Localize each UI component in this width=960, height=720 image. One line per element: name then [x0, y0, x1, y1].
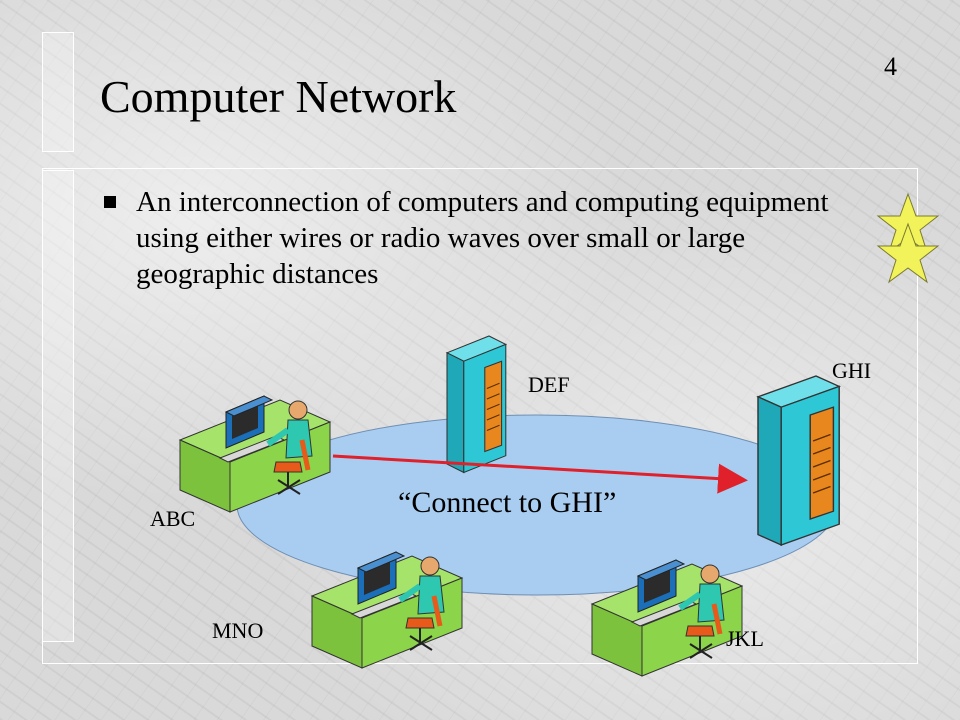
label-abc: ABC [150, 506, 196, 531]
label-ghi: GHI [832, 358, 872, 383]
label-mno: MNO [212, 618, 264, 643]
label-def: DEF [528, 372, 570, 397]
bullet-text: An interconnection of computers and comp… [136, 186, 829, 290]
connection-arrow [332, 454, 748, 494]
star-decoration-icon [876, 192, 940, 284]
server-ghi [757, 375, 840, 546]
star-icon [876, 222, 940, 284]
server-def [446, 335, 507, 474]
page-number: 4 [884, 52, 897, 81]
label-jkl: JKL [726, 626, 764, 651]
content-frame [42, 168, 918, 664]
slide-title: Computer Network [100, 71, 457, 122]
connect-message: “Connect to GHI” [398, 486, 617, 519]
decorative-bar-top [42, 32, 74, 152]
bullet-square-icon [104, 196, 116, 208]
